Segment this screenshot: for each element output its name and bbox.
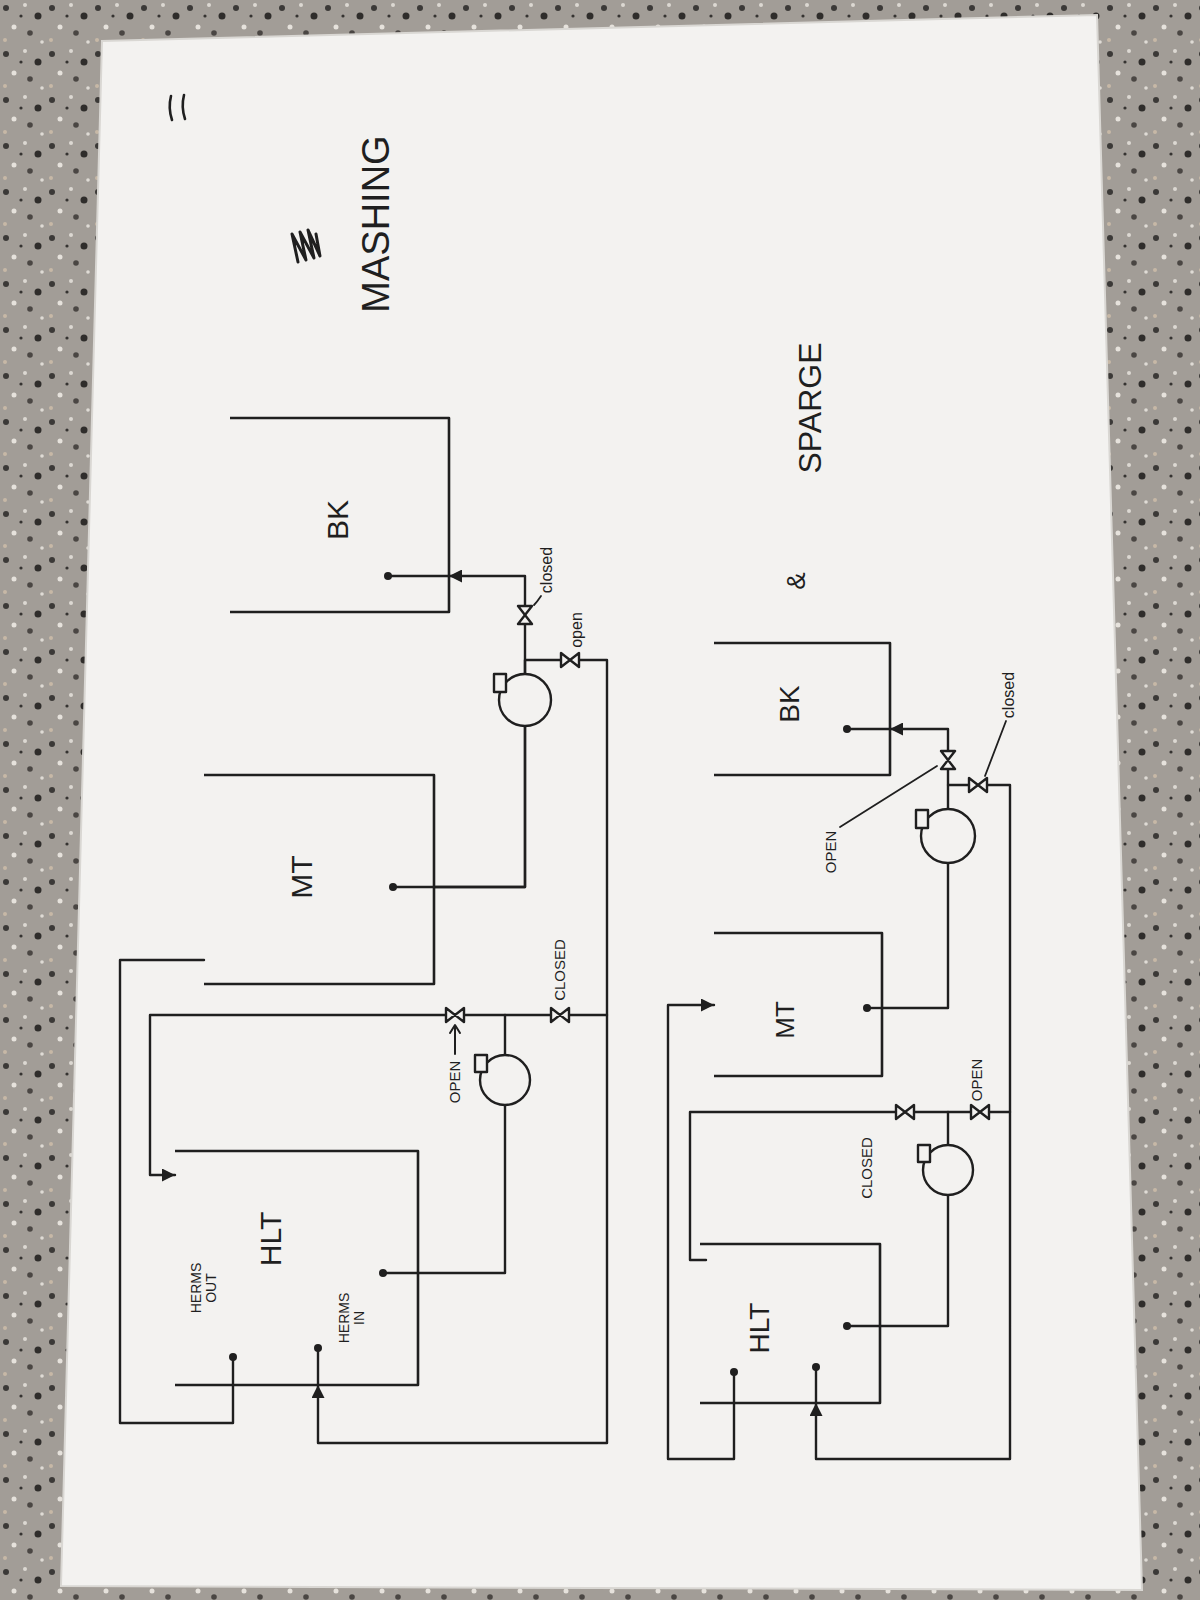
valve-state-label: CLOSED — [552, 939, 569, 1001]
valve-state-label: OPEN — [969, 1059, 986, 1102]
pump-outlet — [475, 1055, 487, 1072]
port-dot — [863, 1004, 871, 1012]
valve-symbol — [446, 1008, 464, 1022]
dip-tube — [232, 1357, 234, 1385]
section-heading: SPARGE — [793, 343, 828, 474]
pump-symbol — [475, 1055, 530, 1105]
valve-state-label: closed — [1000, 672, 1018, 718]
port-dot — [229, 1353, 237, 1361]
vessel-outline — [175, 1151, 418, 1385]
vessel-box: MT — [204, 775, 434, 984]
vessel-outline — [204, 775, 434, 984]
pipe-stub — [690, 1112, 948, 1260]
vessel-name: BK — [321, 500, 354, 540]
vessel-name: MT — [285, 855, 318, 898]
dip-tube — [388, 575, 449, 577]
heading-conjunction: & — [782, 572, 811, 589]
port-dot — [314, 1344, 322, 1352]
port-dot — [812, 1363, 820, 1371]
pipe-connector — [668, 1005, 734, 1459]
pen-mark — [170, 95, 185, 120]
valve-state-label: OPEN — [823, 831, 840, 874]
dip-tube — [847, 728, 890, 730]
vessel-box: HLT HERMS OUT HERMS IN — [175, 1151, 418, 1385]
dip-tube — [317, 1348, 319, 1385]
valve-symbol — [941, 751, 955, 769]
valve-state-label: OPEN — [447, 1061, 464, 1104]
port-dot — [730, 1368, 738, 1376]
vessel-name: MT — [771, 1001, 800, 1039]
valve-symbol — [561, 653, 579, 667]
pipe-connector — [882, 729, 948, 1008]
vessel-name: HLT — [254, 1212, 287, 1266]
vessel-wall — [714, 643, 890, 775]
vessel-box: BK — [714, 643, 890, 775]
valve-state-label: CLOSED — [859, 1137, 876, 1199]
leader-line — [985, 721, 1006, 776]
vessel-name: BK — [775, 685, 806, 722]
scribbled-out-word — [292, 230, 320, 262]
port-dot — [379, 1269, 387, 1277]
vessel-wall — [230, 418, 449, 612]
vessel-box: BK — [230, 418, 449, 612]
pump-outlet — [918, 1145, 930, 1162]
vessel-outline — [700, 1244, 880, 1403]
vessel-wall — [714, 933, 882, 1076]
valve-symbol — [969, 778, 987, 792]
section-heading: MASHING — [356, 135, 398, 312]
valve-symbol — [551, 1008, 569, 1022]
port-dot — [843, 1322, 851, 1330]
vessel-wall — [175, 1151, 418, 1385]
vessel-wall — [204, 775, 434, 984]
dip-tube — [383, 1272, 418, 1274]
pipe-connector — [816, 1112, 1010, 1459]
pump-symbol — [918, 1145, 973, 1195]
valve-state-label: closed — [538, 547, 556, 593]
valve-symbol — [971, 1105, 989, 1119]
pump-symbol — [916, 809, 975, 863]
port-dot — [843, 725, 851, 733]
leader-line — [534, 596, 541, 605]
vessel-box: MT — [714, 933, 882, 1076]
coil-port-label: HERMS OUT — [189, 1258, 220, 1318]
dip-tube — [393, 886, 434, 888]
pump-outlet — [916, 810, 928, 828]
pipe-connector — [150, 1015, 505, 1273]
port-dot — [384, 572, 392, 580]
coil-port-label: HERMS IN — [337, 1288, 368, 1348]
pointer-arrow — [450, 1025, 460, 1054]
dip-tube — [847, 1325, 880, 1327]
paper-sheet — [61, 15, 1142, 1590]
dip-tube — [733, 1372, 735, 1403]
pipe-connector — [434, 576, 525, 887]
valve-symbol — [518, 606, 532, 624]
vessel-name: HLT — [745, 1303, 776, 1354]
pipe-connector — [318, 660, 607, 1443]
pump-symbol — [494, 674, 551, 726]
pipe-connector — [120, 960, 233, 1423]
vessel-wall — [700, 1244, 880, 1403]
vessel-box: HLT — [700, 1244, 880, 1403]
pump-outlet — [494, 674, 506, 692]
valve-symbol — [896, 1105, 914, 1119]
port-dot — [389, 883, 397, 891]
dip-tube — [815, 1367, 817, 1403]
valve-state-label: open — [568, 612, 586, 648]
